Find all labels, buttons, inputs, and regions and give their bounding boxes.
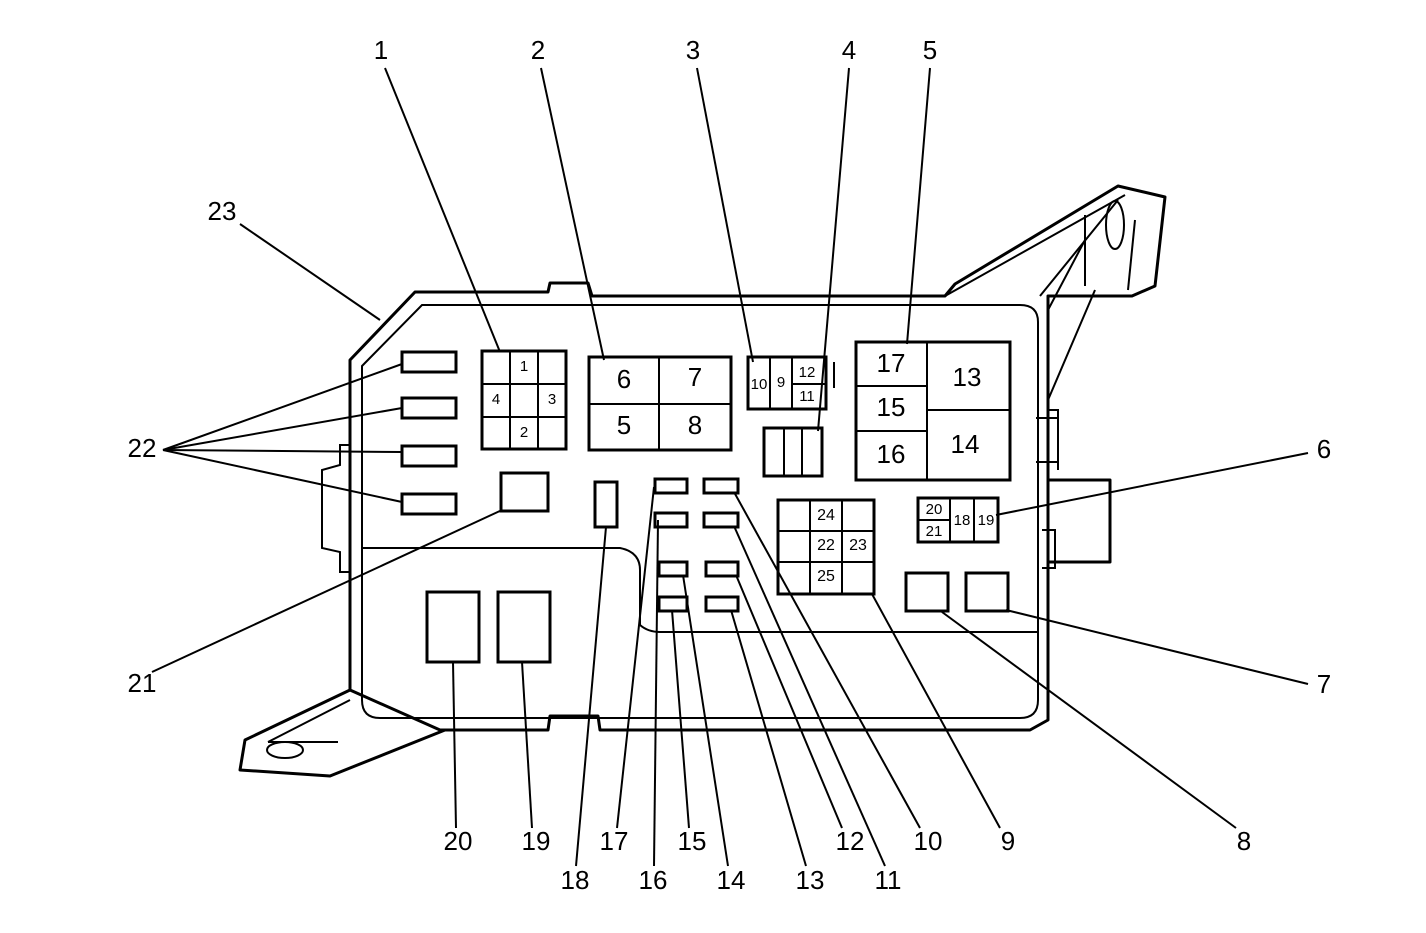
block5-e-label: 14 xyxy=(951,429,980,459)
callout-11: 11 xyxy=(875,865,902,895)
small-fuses xyxy=(653,477,740,613)
item-22-fuses xyxy=(400,350,458,516)
item-2-block: 6 7 5 8 xyxy=(587,355,733,452)
block1-bottom-label: 2 xyxy=(520,424,528,441)
block1-left-label: 4 xyxy=(492,391,500,408)
block5-c-label: 16 xyxy=(877,439,906,469)
block1-right-label: 3 xyxy=(548,391,556,408)
item-21-box xyxy=(499,471,550,513)
callout-17: 17 xyxy=(600,826,629,856)
item-20-box xyxy=(425,590,481,664)
callout-13: 13 xyxy=(796,865,825,895)
item-6-block: 20 21 18 19 xyxy=(916,496,1000,544)
block2-d-label: 8 xyxy=(688,410,702,440)
callout-21: 21 xyxy=(128,668,157,698)
item-7-box xyxy=(964,571,1010,613)
block6-c-label: 18 xyxy=(954,512,971,529)
item-9-block: 24 22 23 25 xyxy=(776,498,876,596)
block2-c-label: 5 xyxy=(617,410,631,440)
callout-4: 4 xyxy=(842,35,856,65)
callout-5: 5 xyxy=(923,35,937,65)
item-8-box xyxy=(904,571,950,613)
callout-3: 3 xyxy=(686,35,700,65)
callout-9: 9 xyxy=(1001,826,1015,856)
callout-7: 7 xyxy=(1317,669,1331,699)
block9-a-label: 24 xyxy=(817,507,835,524)
block3-b-label: 9 xyxy=(777,374,785,391)
item-1-block: 1 4 3 2 xyxy=(480,349,568,451)
block6-b-label: 21 xyxy=(926,523,943,540)
block5-d-label: 13 xyxy=(953,362,982,392)
housing xyxy=(238,184,1167,778)
block5-b-label: 15 xyxy=(877,392,906,422)
block6-d-label: 19 xyxy=(978,512,995,529)
block3-c-label: 12 xyxy=(799,364,816,381)
callout-10: 10 xyxy=(914,826,943,856)
block6-a-label: 20 xyxy=(926,501,943,518)
callout-19: 19 xyxy=(522,826,551,856)
callout-labels: 1 2 3 4 5 6 7 8 9 10 11 12 13 14 15 16 1… xyxy=(128,35,1332,895)
callout-20: 20 xyxy=(444,826,473,856)
block3-d-label: 11 xyxy=(799,388,815,405)
block9-c-label: 23 xyxy=(849,537,867,554)
callout-6: 6 xyxy=(1317,434,1331,464)
callout-15: 15 xyxy=(678,826,707,856)
callout-22: 22 xyxy=(128,433,157,463)
callout-1: 1 xyxy=(374,35,388,65)
callout-14: 14 xyxy=(717,865,746,895)
block5-a-label: 17 xyxy=(877,348,906,378)
callout-8: 8 xyxy=(1237,826,1251,856)
block1-top-label: 1 xyxy=(520,358,528,375)
block2-b-label: 7 xyxy=(688,362,702,392)
block3-a-label: 10 xyxy=(751,376,768,393)
callout-18: 18 xyxy=(561,865,590,895)
item-5-block: 17 15 16 13 14 xyxy=(854,340,1012,482)
callout-23: 23 xyxy=(208,196,237,226)
item-4-block xyxy=(762,426,824,478)
item-3-block: 10 9 12 11 xyxy=(746,355,835,411)
callout-2: 2 xyxy=(531,35,545,65)
item-18-box xyxy=(593,480,619,529)
callout-16: 16 xyxy=(639,865,668,895)
block9-d-label: 25 xyxy=(817,568,835,585)
callout-12: 12 xyxy=(836,826,865,856)
item-19-box xyxy=(496,590,552,664)
leader-lines xyxy=(151,67,1309,867)
block2-a-label: 6 xyxy=(617,364,631,394)
block9-b-label: 22 xyxy=(817,537,835,554)
